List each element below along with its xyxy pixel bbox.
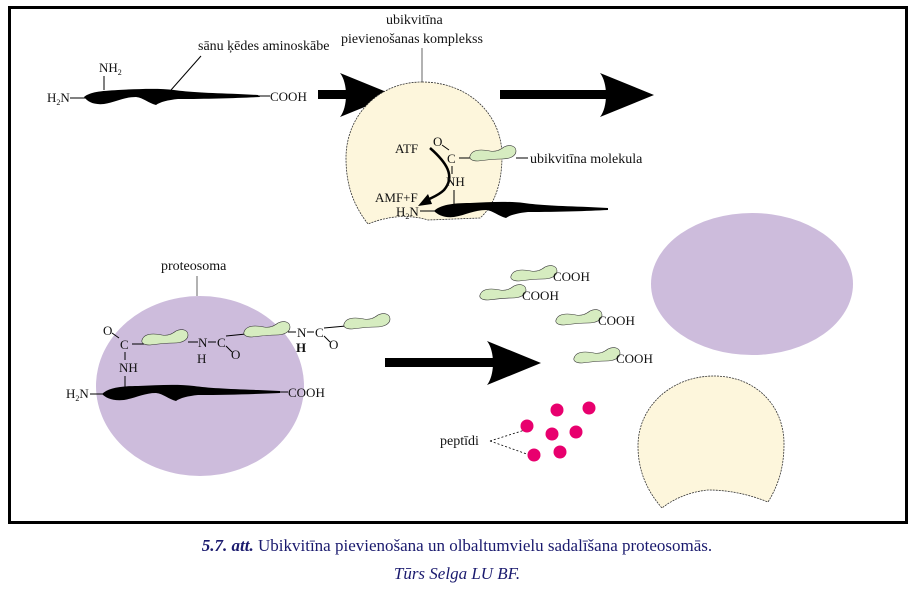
svg-text:COOH: COOH xyxy=(553,269,590,284)
amp-label: AMF+F xyxy=(375,190,418,205)
stage1-protein: sānu ķēdes aminoskābe NH2 H2N COOH xyxy=(47,39,329,107)
peptides-label: peptīdi xyxy=(440,434,479,449)
svg-text:N: N xyxy=(297,325,307,340)
free-ubiquitin-1: COOH xyxy=(510,265,590,284)
svg-text:NH: NH xyxy=(446,174,465,189)
ubiquitin-label: ubikvitīna molekula xyxy=(530,152,643,167)
ligase-complex-free xyxy=(637,375,785,509)
peptide-dot xyxy=(520,419,534,433)
svg-text:H: H xyxy=(197,351,206,366)
protein-chain xyxy=(84,88,260,105)
svg-text:C: C xyxy=(447,151,456,166)
h2n-label: H2N xyxy=(47,90,70,107)
protein-chain-2 xyxy=(434,201,608,218)
atp-label: ATF xyxy=(395,141,418,156)
svg-text:C: C xyxy=(217,335,226,350)
free-ubiquitin-4: COOH xyxy=(573,347,653,366)
svg-text:COOH: COOH xyxy=(616,351,653,366)
svg-text:O: O xyxy=(103,323,112,338)
stage3-proteasome: proteosoma O C N H C O N H C O NH H2N CO… xyxy=(66,259,391,476)
h2n-label-2: H2N xyxy=(396,204,419,221)
complex-label-line2: pievienošanas komplekss xyxy=(341,32,483,47)
proteasome-label: proteosoma xyxy=(161,259,227,274)
proteasome-shape xyxy=(96,296,304,476)
diagram-canvas: sānu ķēdes aminoskābe NH2 H2N COOH ubikv… xyxy=(8,6,908,524)
stage4-products: COOH COOH COOH COOH peptīdi xyxy=(440,213,853,509)
peptide-dot xyxy=(550,403,564,417)
peptide-dot xyxy=(569,425,583,439)
figure-number: 5.7. att. xyxy=(201,536,254,555)
svg-text:C: C xyxy=(315,325,324,340)
svg-text:O: O xyxy=(329,337,338,352)
svg-text:NH: NH xyxy=(119,360,138,375)
peptide-dot xyxy=(582,401,596,415)
peptide-dot xyxy=(527,448,541,462)
complex-label-line1: ubikvitīna xyxy=(386,13,444,28)
stage2-complex: ubikvitīna pievienošanas komplekss ATF A… xyxy=(341,13,643,225)
arrow-right-3 xyxy=(385,341,541,385)
svg-text:O: O xyxy=(433,134,442,149)
peptide-group xyxy=(520,401,596,462)
svg-text:C: C xyxy=(120,337,129,352)
ligase-complex-shape xyxy=(345,81,503,225)
free-ubiquitin-2: COOH xyxy=(479,284,559,303)
svg-text:COOH: COOH xyxy=(288,385,325,400)
free-ubiquitin-3: COOH xyxy=(555,309,635,328)
nh2-label: NH2 xyxy=(99,60,122,77)
protein-chain-3 xyxy=(102,384,280,401)
peptide-dot xyxy=(545,427,559,441)
side-chain-label: sānu ķēdes aminoskābe xyxy=(198,39,329,54)
svg-text:COOH: COOH xyxy=(522,288,559,303)
figure-caption-text: Ubikvitīna pievienošana un olbaltumvielu… xyxy=(253,536,713,555)
figure-caption: 5.7. att. Ubikvitīna pievienošana un olb… xyxy=(0,536,914,556)
proteasome-free xyxy=(651,213,853,355)
peptide-dot xyxy=(553,445,567,459)
arrow-right-1 xyxy=(318,73,394,117)
figure-credit: Tūrs Selga LU BF. xyxy=(393,564,521,583)
cooh-label: COOH xyxy=(270,89,307,104)
arrow-right-2 xyxy=(500,73,654,117)
h2n-label-3: H2N xyxy=(66,386,89,403)
side-chain-pointer xyxy=(170,55,202,91)
svg-text:O: O xyxy=(231,347,240,362)
svg-text:N: N xyxy=(198,335,208,350)
svg-text:H: H xyxy=(296,340,306,355)
svg-text:COOH: COOH xyxy=(598,313,635,328)
